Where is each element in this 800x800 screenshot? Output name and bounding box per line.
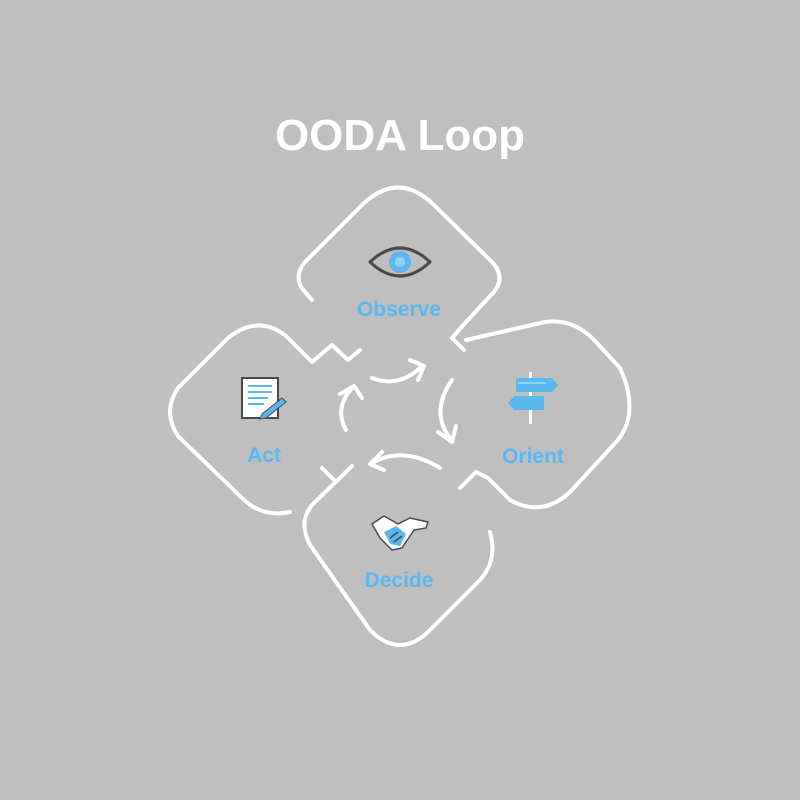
document-pen-icon	[241, 377, 287, 420]
arrow-decide-to-act	[338, 384, 364, 432]
orient-tile-outline	[458, 319, 632, 510]
orient-label: Orient	[502, 445, 564, 468]
inner-notch-right	[450, 320, 468, 352]
handshake-icon	[371, 515, 429, 551]
act-label: Act	[247, 444, 281, 467]
eye-icon	[368, 246, 432, 278]
signpost-icon	[508, 372, 558, 424]
inner-notch-top	[310, 343, 362, 364]
decide-tile-outline	[302, 464, 495, 647]
arrow-orient-to-decide	[368, 450, 442, 472]
arrow-observe-to-orient	[436, 378, 458, 444]
observe-label: Observe	[357, 298, 441, 321]
decide-label: Decide	[365, 569, 434, 592]
observe-tile-outline	[296, 185, 502, 324]
act-tile-outline	[168, 323, 314, 516]
diagram-title: OODA Loop	[275, 111, 525, 160]
inner-notch-left	[320, 464, 354, 484]
arrow-act-to-observe	[370, 358, 426, 384]
